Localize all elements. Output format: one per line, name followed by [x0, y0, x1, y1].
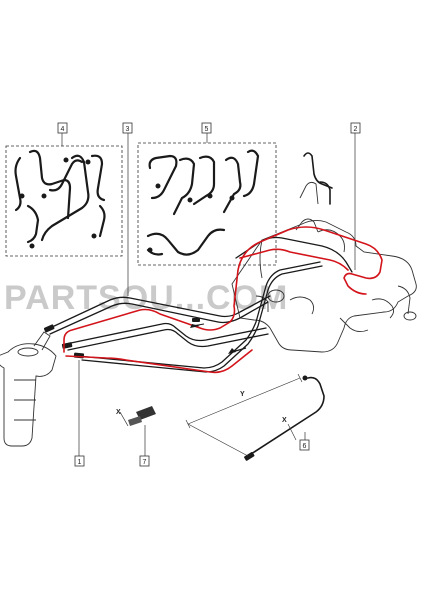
- callout-4-label: 4: [61, 126, 65, 133]
- callout-3: 3: [122, 122, 133, 134]
- callout-6: 6: [299, 439, 310, 451]
- part-6-end-fitting: [244, 375, 308, 461]
- detail-box-5: [137, 142, 277, 266]
- callout-4: 4: [57, 122, 68, 134]
- dimension-x-label-7: X: [116, 409, 121, 416]
- dimension-x-label-6: X: [282, 417, 287, 424]
- callout-1: 1: [74, 455, 85, 467]
- callout-7-label: 7: [143, 459, 147, 466]
- flow-arrow-1: [190, 323, 205, 328]
- callout-5: 5: [201, 122, 212, 134]
- highlighted-fuel-line: [63, 226, 383, 374]
- dimension-lines: [185, 373, 303, 457]
- leader-lines: [61, 133, 356, 456]
- callout-2-label: 2: [354, 126, 358, 133]
- detail-4-pipes: [14, 149, 106, 244]
- part-7-fitting: [119, 406, 156, 427]
- detail-5-pipes: [146, 149, 260, 256]
- callout-3-label: 3: [126, 126, 130, 133]
- detail-4-fittings: [19, 157, 97, 249]
- dimension-y-label: Y: [240, 391, 245, 398]
- part-6-line: [247, 376, 325, 457]
- callout-6-label: 6: [303, 443, 307, 450]
- callout-7: 7: [139, 455, 150, 467]
- callout-5-label: 5: [205, 126, 209, 133]
- callout-1-label: 1: [78, 459, 82, 466]
- tank-filler-neck: [303, 152, 333, 205]
- detail-box-4: [5, 145, 123, 257]
- fuel-filter: [0, 331, 57, 447]
- detail-5-fittings: [147, 183, 235, 253]
- callout-2: 2: [350, 122, 361, 134]
- watermark: PARTSOU...COM: [4, 279, 288, 317]
- fuel-tank: [231, 181, 417, 353]
- flow-arrow-2: [228, 347, 247, 354]
